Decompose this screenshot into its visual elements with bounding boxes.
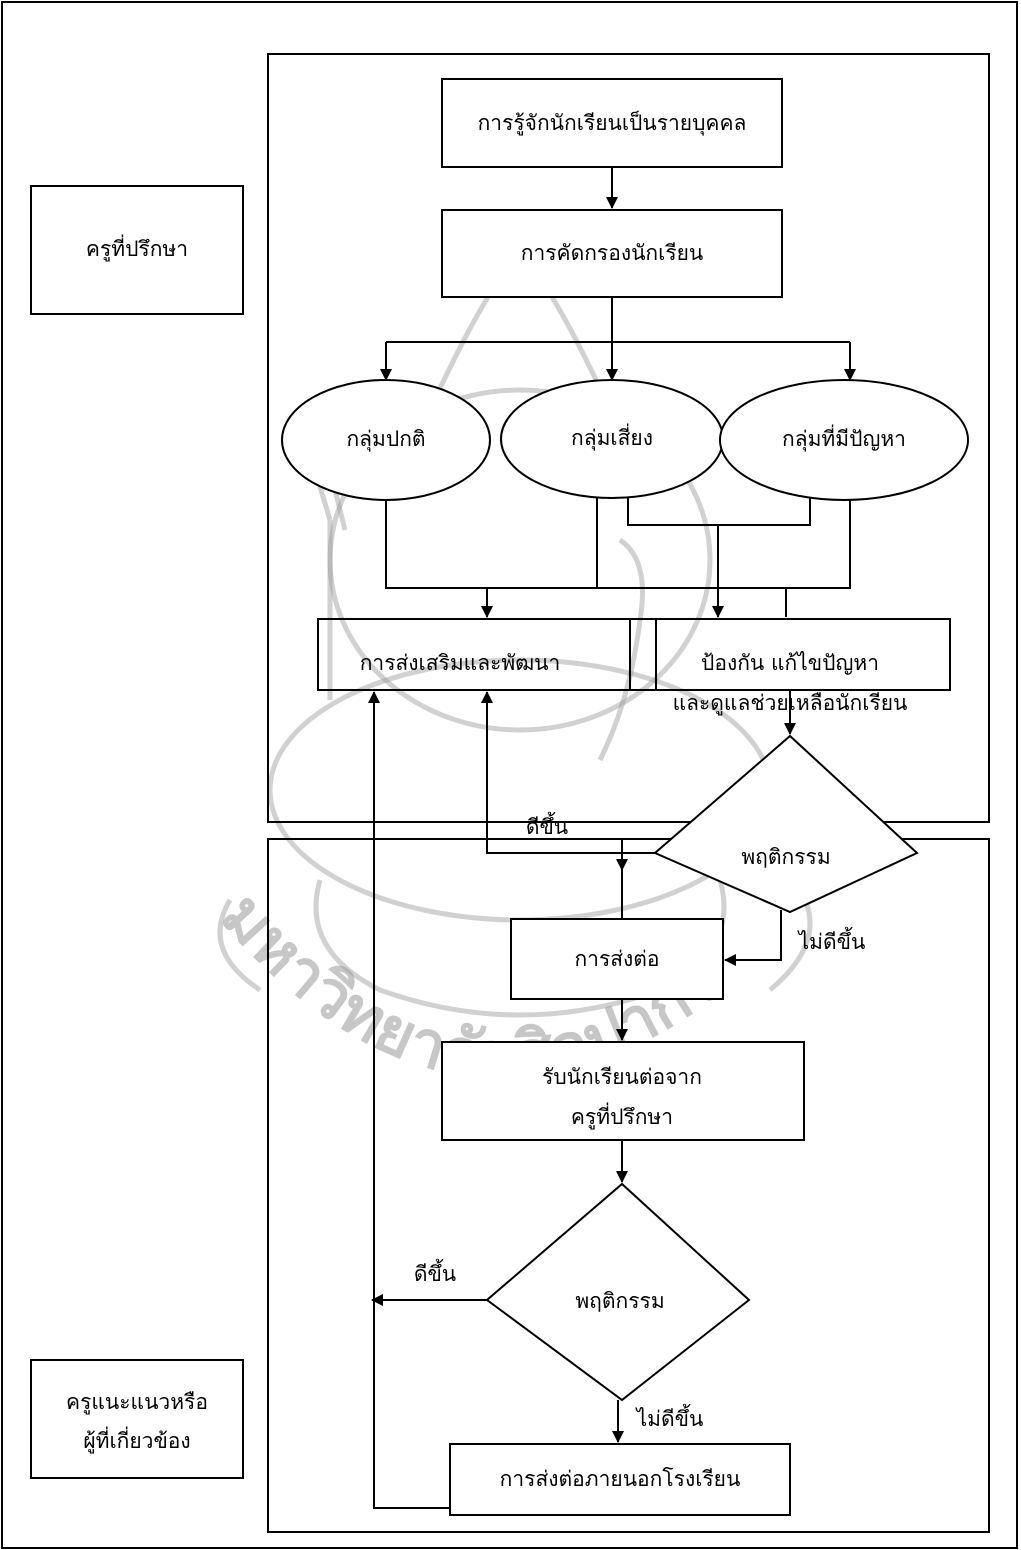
decision-behavior-2: พฤติกรรม — [485, 1182, 751, 1402]
step-referral: การส่งต่อ — [510, 918, 724, 1000]
decision-behavior-1-label: พฤติกรรม — [741, 845, 830, 869]
step-prevent-label-line2: และดูแลช่วยเหลือนักเรียน — [673, 691, 908, 716]
edge-label-not-better-2: ไม่ดีขึ้น — [635, 1404, 704, 1431]
step-promote: การส่งเสริมและพัฒนา — [317, 618, 657, 691]
group-normal-label: กลุ่มปกติ — [346, 427, 425, 452]
edge-label-not-better-1: ไม่ดีขึ้น — [797, 927, 866, 954]
arrow-behavior-better-to-promote — [481, 691, 655, 854]
decision-behavior-2-label: พฤติกรรม — [575, 1289, 664, 1313]
step-receive-label-line1: รับนักเรียนต่อจาก — [542, 1065, 702, 1089]
group-problem: กลุ่มที่มีปัญหา — [719, 379, 969, 501]
arrow-behavior-notbetter-to-referral — [724, 910, 782, 966]
role-advisor-box: ครูที่ปรึกษา — [30, 185, 244, 315]
step-promote-label: การส่งเสริมและพัฒนา — [360, 651, 561, 675]
step-screening: การคัดกรองนักเรียน — [441, 209, 783, 298]
lane-advisor-frame — [267, 53, 990, 823]
role-counselor-box: ครูแนะแนวหรือ ผู้ที่เกี่ยวข้อง — [30, 1359, 244, 1479]
role-advisor-label: ครูที่ปรึกษา — [86, 234, 188, 262]
group-risk-label: กลุ่มเสี่ยง — [571, 423, 653, 451]
edge-label-better-1: ดีขึ้น — [526, 812, 568, 839]
step-external-referral-label: การส่งต่อภายนอกโรงเรียน — [500, 1467, 741, 1491]
step-receive: รับนักเรียนต่อจาก ครูที่ปรึกษา — [441, 1041, 805, 1141]
edge-label-better-2: ดีขึ้น — [414, 1259, 456, 1286]
group-risk: กลุ่มเสี่ยง — [500, 379, 724, 499]
role-counselor-label-line2: ผู้ที่เกี่ยวข้อง — [83, 1426, 190, 1454]
step-know-student: การรู้จักนักเรียนเป็นรายบุคคล — [441, 78, 783, 168]
step-external-referral: การส่งต่อภายนอกโรงเรียน — [449, 1443, 791, 1516]
group-normal: กลุ่มปกติ — [281, 379, 491, 501]
step-receive-label-line2: ครูที่ปรึกษา — [571, 1102, 673, 1130]
step-prevent: ป้องกัน แก้ไขปัญหา และดูแลช่วยเหลือนักเร… — [629, 618, 951, 716]
decision-behavior-1: พฤติกรรม — [653, 734, 919, 914]
lane-counselor-frame — [267, 838, 990, 1533]
step-prevent-label-line1: ป้องกัน แก้ไขปัญหา — [701, 651, 879, 675]
step-screening-label: การคัดกรองนักเรียน — [521, 241, 704, 265]
connectors — [368, 167, 856, 1509]
role-counselor-label-line1: ครูแนะแนวหรือ — [66, 1390, 208, 1415]
step-referral-label: การส่งต่อ — [574, 947, 659, 971]
group-problem-label: กลุ่มที่มีปัญหา — [782, 424, 906, 452]
arrow-external-back-to-promote — [368, 691, 450, 1509]
step-know-student-label: การรู้จักนักเรียนเป็นรายบุคคล — [478, 109, 747, 136]
